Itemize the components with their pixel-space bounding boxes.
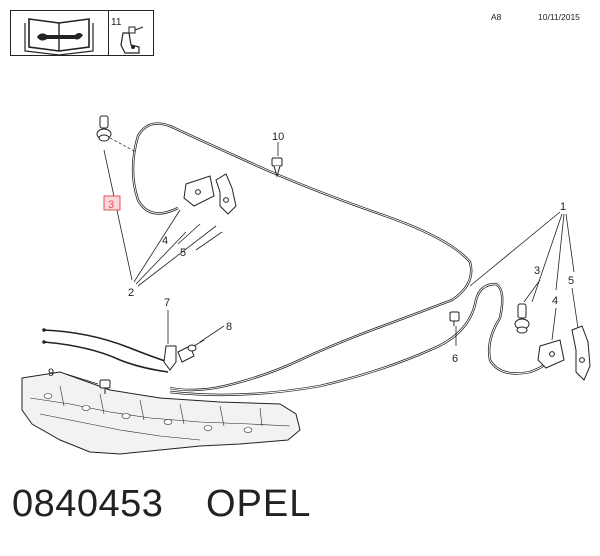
callout-3-left: 3 xyxy=(108,199,114,211)
callout-8: 8 xyxy=(226,321,232,333)
header-divider xyxy=(108,11,110,55)
callout-10: 10 xyxy=(272,131,284,143)
front-body-panel-detail xyxy=(29,385,291,441)
callout-2: 2 xyxy=(128,287,134,299)
cable-end-upper xyxy=(43,329,169,363)
grease-gun-icon xyxy=(120,26,144,54)
latch-assembly-right xyxy=(537,325,591,381)
cable-clip-10 xyxy=(271,157,283,178)
header-ref-number: 11 xyxy=(111,17,122,28)
callout-5-left: 5 xyxy=(180,247,186,259)
clip-9 xyxy=(99,379,111,394)
callout-5-right: 5 xyxy=(568,275,574,287)
part-number: 0840453 xyxy=(12,483,164,525)
callout-1: 1 xyxy=(560,201,566,213)
release-cable-right xyxy=(169,282,552,397)
callout-3-highlight xyxy=(103,195,121,211)
manual-icon xyxy=(24,18,94,55)
bolt-8 xyxy=(187,339,205,352)
bumper-stop-left xyxy=(96,115,112,142)
callout-7: 7 xyxy=(164,297,170,309)
latch-assembly-left xyxy=(183,173,237,215)
panel-holes xyxy=(43,393,253,433)
callout-3-right: 3 xyxy=(534,265,540,277)
front-body-panel xyxy=(21,371,301,455)
cable-end-lower xyxy=(43,341,169,373)
leader-lines xyxy=(65,142,579,385)
callout-6: 6 xyxy=(452,353,458,365)
header-box: 11 xyxy=(10,10,154,56)
diagram-code: A8 xyxy=(491,12,502,22)
bumper-stop-right xyxy=(514,303,530,334)
clip-6 xyxy=(449,311,460,326)
diagram-date: 10/11/2015 xyxy=(538,12,580,22)
callout-9: 9 xyxy=(48,367,54,379)
brand-name: OPEL xyxy=(206,483,312,525)
callout-4-left: 4 xyxy=(162,235,168,247)
hood-release-cable-diagram: 2 3 4 5 10 7 8 9 6 1 3 4 5 xyxy=(21,115,591,455)
callout-4-right: 4 xyxy=(552,295,558,307)
